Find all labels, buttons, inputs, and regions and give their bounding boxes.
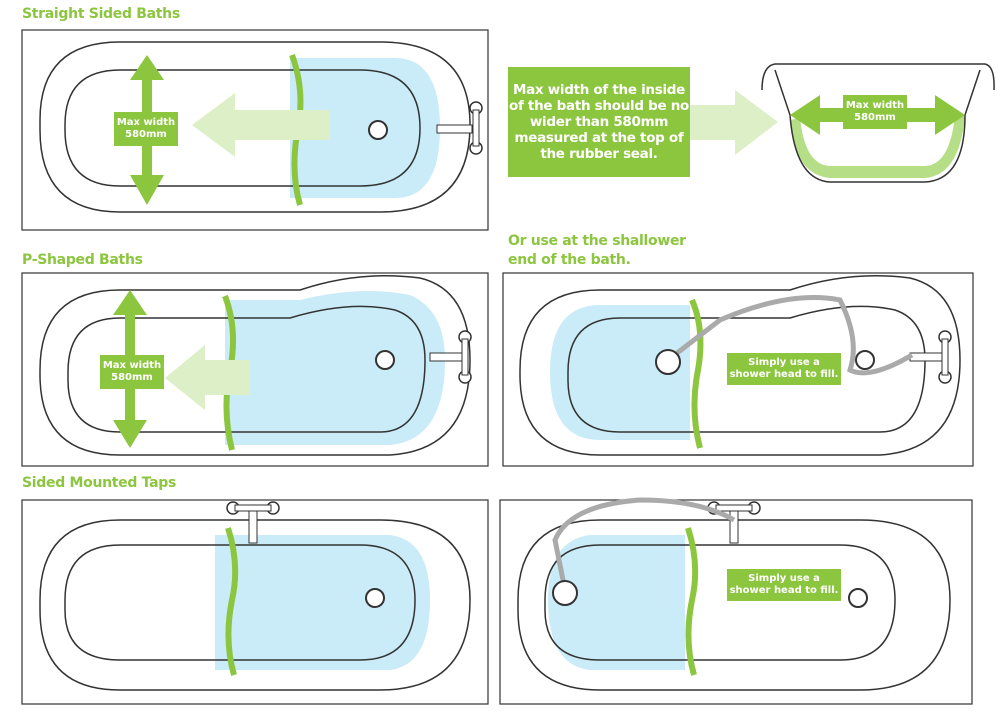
heading-side-taps: Sided Mounted Taps	[22, 475, 177, 491]
shower-tip-2: Simply use a shower head to fill.	[727, 569, 841, 601]
panel-side-taps	[21, 499, 489, 705]
heading-shallow-2: end of the bath.	[508, 252, 631, 268]
heading-straight: Straight Sided Baths	[22, 6, 180, 22]
info-box: Max width of the inside of the bath shou…	[508, 67, 690, 177]
max-width-value: 580mm	[111, 372, 153, 383]
panel-side-taps-shower	[499, 499, 973, 705]
side-taps-bath	[39, 501, 471, 691]
max-width-value: 580mm	[125, 129, 167, 140]
max-width-text: Max width	[116, 117, 176, 128]
heading-shallow: Or use at the shallower	[508, 233, 686, 249]
straight-bath	[39, 41, 483, 213]
side-taps-bath-shower	[517, 497, 951, 691]
max-width-text: Max width	[102, 360, 162, 371]
panel-straight	[21, 29, 489, 231]
panel-pshaped	[21, 272, 489, 467]
shower-tip-1: Simply use a shower head to fill.	[727, 353, 841, 385]
p-shaped-bath	[39, 275, 472, 456]
panel-pshaped-shower	[502, 272, 974, 467]
heading-pshaped: P-Shaped Baths	[22, 252, 143, 268]
max-width-value: 580mm	[854, 112, 896, 123]
max-width-text: Max width	[845, 100, 905, 111]
